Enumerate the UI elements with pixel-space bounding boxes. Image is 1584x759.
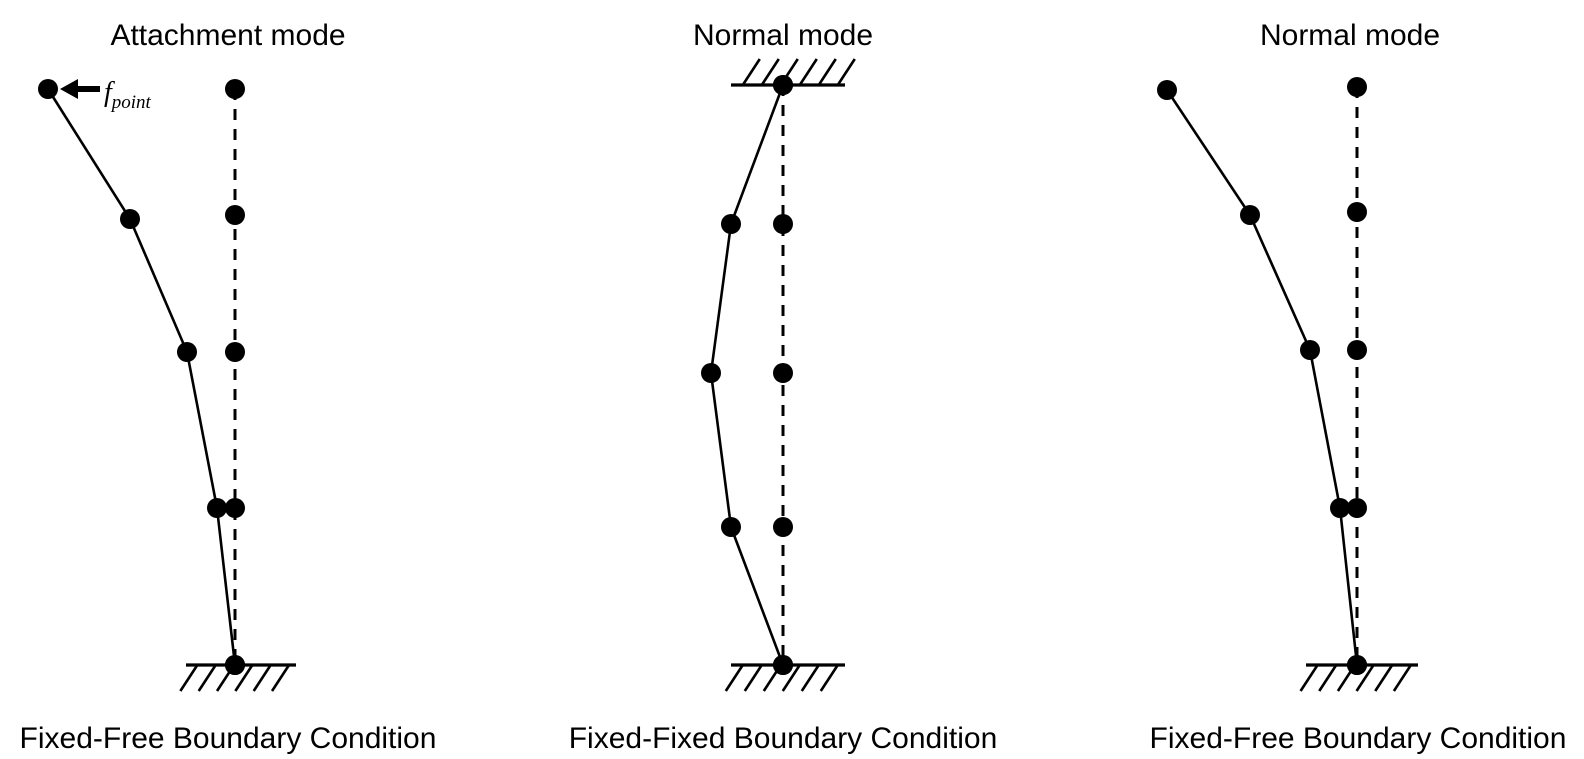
deformed-node-dot xyxy=(207,498,227,518)
panel-caption: Fixed-Fixed Boundary Condition xyxy=(569,722,998,755)
deformed-node-dot xyxy=(38,79,58,99)
support-hatch-stroke xyxy=(234,664,254,692)
deformed-node-dot xyxy=(120,209,140,229)
deformed-node-dot xyxy=(773,655,793,675)
support-hatch-stroke xyxy=(800,664,820,692)
support-hatch-stroke xyxy=(1374,664,1394,692)
support-hatch-stroke xyxy=(743,664,763,692)
deformed-beam-shape xyxy=(1165,88,1359,667)
support-hatch-stroke xyxy=(798,58,818,86)
panel-title: Normal mode xyxy=(693,19,873,52)
deformed-beam-shape xyxy=(709,83,785,667)
support-hatch-stroke xyxy=(760,58,780,86)
point-force-annotation: fpoint xyxy=(60,77,152,113)
support-bottom xyxy=(1299,663,1418,692)
force-arrow-head xyxy=(60,79,78,99)
reference-node-dot xyxy=(1347,498,1367,518)
panel-title: Normal mode xyxy=(1260,19,1440,52)
deformed-node-dot xyxy=(1347,655,1367,675)
deformed-node-dot xyxy=(721,214,741,234)
deformed-node-dot xyxy=(773,75,793,95)
deformed-node-dot xyxy=(225,655,245,675)
deformed-beam-shape xyxy=(46,87,237,667)
support-hatch-stroke xyxy=(270,664,291,692)
deformed-node-dot xyxy=(1300,340,1320,360)
support-hatch-stroke xyxy=(1299,664,1319,692)
support-hatch-stroke xyxy=(197,664,217,692)
panel-title: Attachment mode xyxy=(110,19,345,52)
support-hatch-stroke xyxy=(179,664,199,692)
reference-node-dot xyxy=(225,205,245,225)
support-hatch-stroke xyxy=(1355,664,1375,692)
reference-node-dot xyxy=(773,517,793,537)
reference-node-dot xyxy=(225,498,245,518)
reference-node-dot xyxy=(773,363,793,383)
force-label-text: fpoint xyxy=(104,77,152,113)
panel-caption: Fixed-Free Boundary Condition xyxy=(20,722,437,755)
reference-node-dot xyxy=(1347,340,1367,360)
deformed-node-dot xyxy=(1330,498,1350,518)
force-label-base: f xyxy=(104,77,115,108)
support-hatch-stroke xyxy=(819,664,839,692)
support-hatch-stroke xyxy=(1318,664,1338,692)
support-top xyxy=(731,58,856,87)
reference-node-dot xyxy=(225,342,245,362)
deformed-node-dot xyxy=(701,363,721,383)
deformed-node-dot xyxy=(1157,80,1177,100)
force-label-subscript: point xyxy=(110,92,152,113)
support-hatch-stroke xyxy=(836,58,856,86)
reference-node-dot xyxy=(1347,77,1367,97)
support-hatch-stroke xyxy=(781,664,801,692)
reference-node-dot xyxy=(773,214,793,234)
support-hatch-stroke xyxy=(252,664,272,692)
reference-node-dot xyxy=(1347,202,1367,222)
support-hatch-stroke xyxy=(1392,664,1412,692)
support-hatch-stroke xyxy=(817,58,837,86)
panel-caption: Fixed-Free Boundary Condition xyxy=(1150,722,1567,755)
deformed-node-dot xyxy=(177,342,197,362)
support-hatch-stroke xyxy=(741,58,761,86)
support-hatch-stroke xyxy=(724,664,744,692)
reference-node-dot xyxy=(225,79,245,99)
deformed-node-dot xyxy=(1240,205,1260,225)
deformed-node-dot xyxy=(721,517,741,537)
